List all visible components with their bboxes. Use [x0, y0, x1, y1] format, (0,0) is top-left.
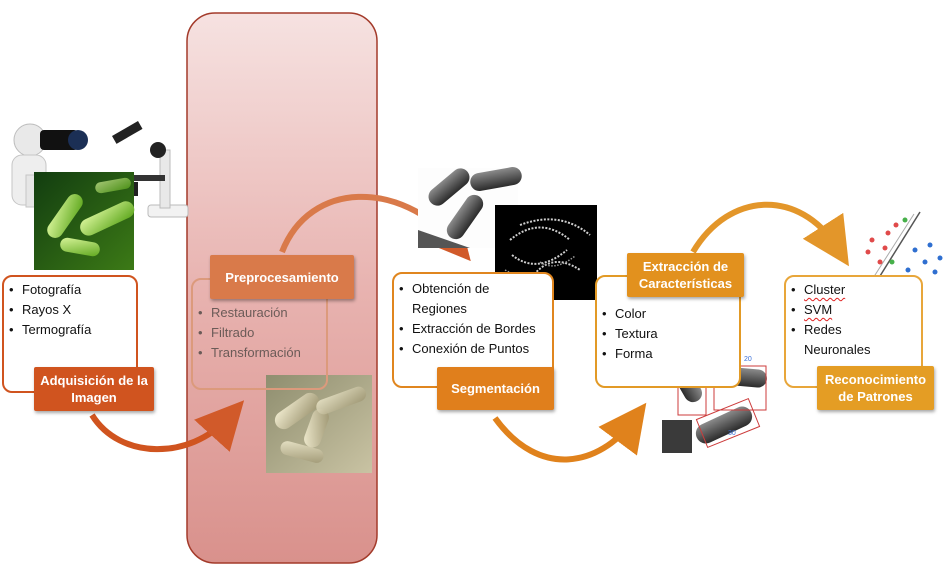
stage-title-segmentation: Segmentación — [437, 367, 554, 410]
bacteria-photo-green — [34, 172, 135, 270]
feature-box-label: 30 — [728, 430, 736, 437]
feature-box-label: 20 — [744, 356, 752, 363]
list-item-text: SVM — [804, 302, 833, 317]
list-item: Color — [602, 304, 692, 324]
feature-items: Color Textura Forma — [602, 304, 692, 364]
arrow-feat-to-rec — [690, 201, 849, 267]
stage-title-pattern-recognition: Reconocimiento de Patrones — [817, 366, 934, 410]
list-item: Rayos X — [9, 300, 134, 320]
list-item: Forma — [602, 344, 692, 364]
acquisition-items: Fotografía Rayos X Termografía — [9, 280, 134, 340]
list-item: Restauración — [198, 303, 326, 323]
list-item: Filtrado — [198, 323, 326, 343]
preprocess-items: Restauración Filtrado Transformación — [198, 303, 326, 363]
recognition-items: Cluster SVM Redes Neuronales — [791, 280, 881, 360]
stage-title-preprocessing: Preprocesamiento — [210, 255, 354, 299]
list-item: Extracción de Bordes — [399, 319, 549, 339]
list-item: Transformación — [198, 343, 326, 363]
list-item: Termografía — [9, 320, 134, 340]
segmentation-items: Obtención de Regiones Extracción de Bord… — [399, 279, 549, 359]
list-item: Redes Neuronales — [791, 320, 884, 360]
classification-scatter — [865, 211, 943, 287]
list-item: Fotografía — [9, 280, 134, 300]
arrow-acq-to-pre — [89, 400, 245, 453]
list-item: Cluster — [791, 280, 881, 300]
bacteria-photo-sepia — [266, 375, 372, 473]
stage-title-feature-extraction: Extracción de Características — [627, 253, 744, 297]
list-item: Textura — [602, 324, 692, 344]
list-item: SVM — [791, 300, 881, 320]
stage-title-acquisition: Adquisición de la Imagen — [34, 367, 154, 411]
list-item-text: Cluster — [804, 282, 846, 297]
arrow-seg-to-feat — [492, 402, 647, 463]
list-item: Conexión de Puntos — [399, 339, 549, 359]
list-item: Obtención de Regiones — [399, 279, 502, 319]
